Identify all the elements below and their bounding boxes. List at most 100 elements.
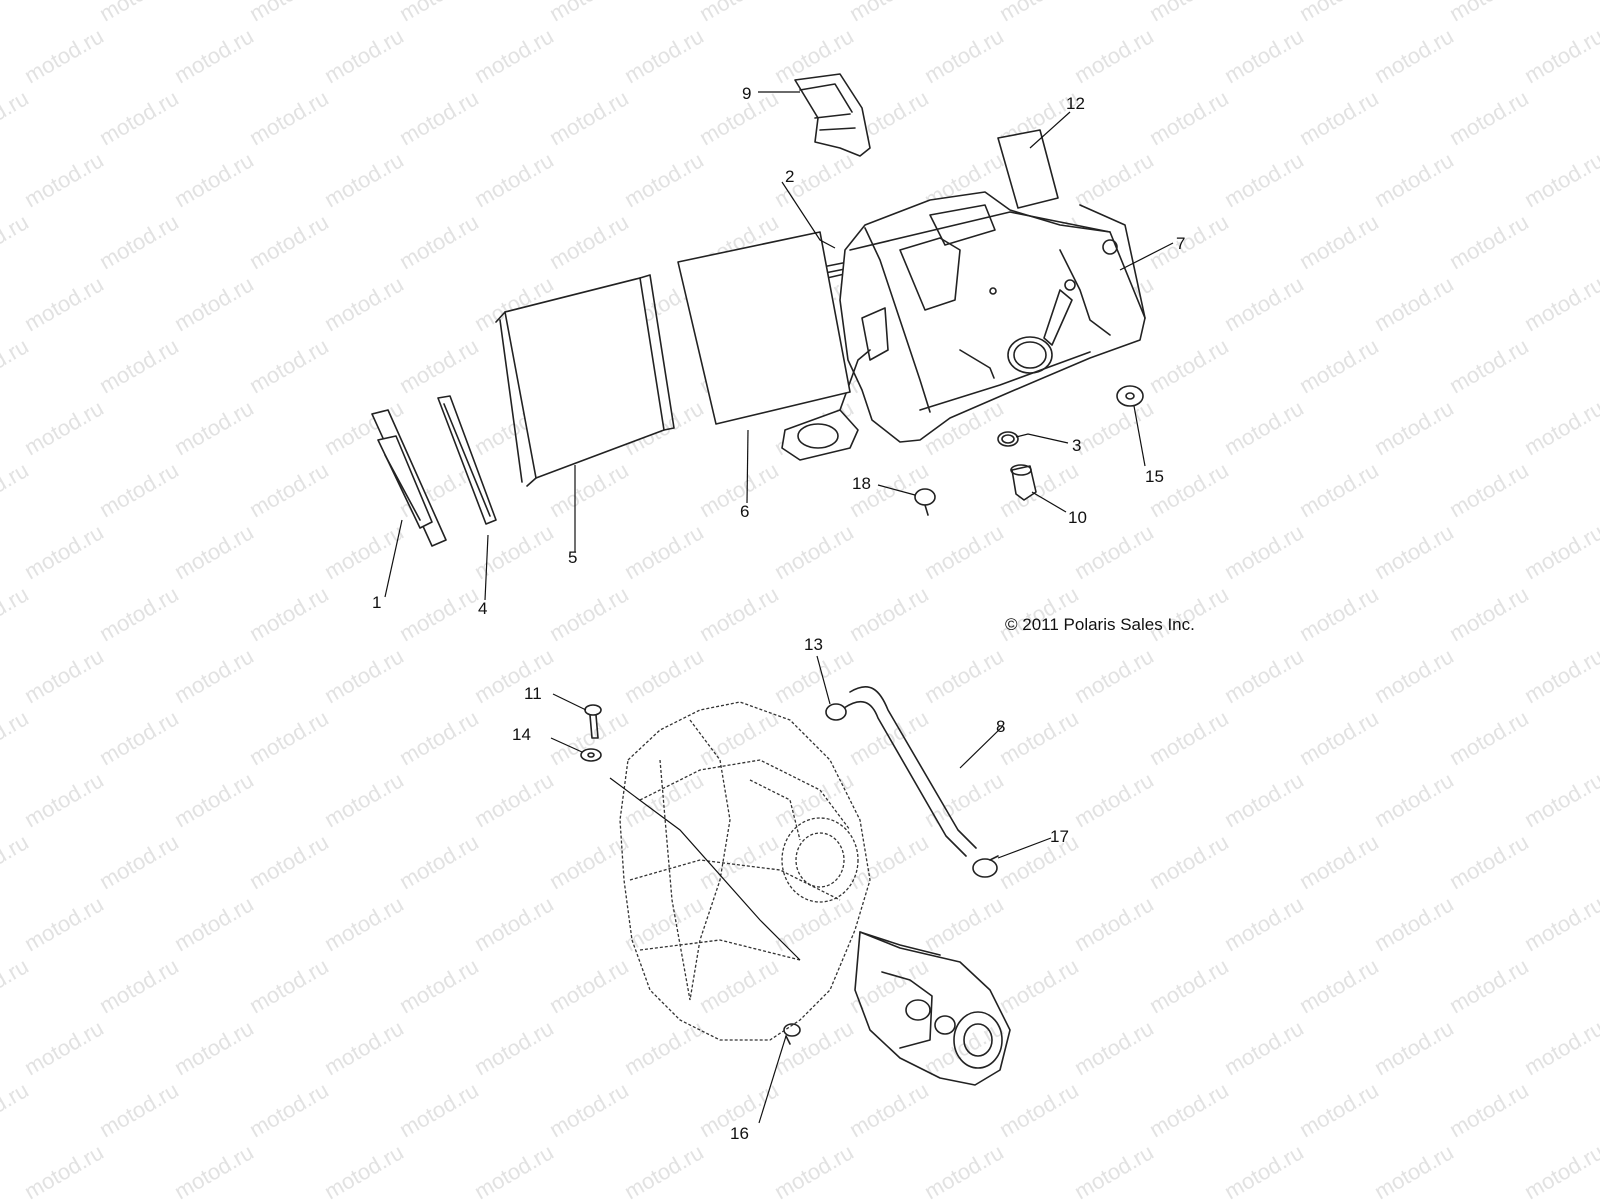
watermark-text: motod.ru — [470, 891, 558, 956]
watermark-text: motod.ru — [1370, 395, 1458, 460]
watermark-text: motod.ru — [995, 581, 1083, 646]
watermark-text: motod.ru — [1145, 333, 1233, 398]
watermark-text: motod.ru — [1370, 891, 1458, 956]
watermark-text: motod.ru — [1520, 767, 1600, 832]
watermark-text: motod.ru — [695, 457, 783, 522]
watermark-text: motod.ru — [170, 891, 258, 956]
watermark-text: motod.ru — [1445, 953, 1533, 1018]
watermark-text: motod.ru — [1295, 0, 1383, 26]
watermark-text: motod.ru — [920, 519, 1008, 584]
watermark-text: motod.ru — [1370, 1139, 1458, 1200]
watermark-text: motod.ru — [95, 705, 183, 770]
watermark-text: motod.ru — [1145, 0, 1233, 26]
watermark-text: motod.ru — [1520, 23, 1600, 88]
watermark-text: motod.ru — [1295, 581, 1383, 646]
watermark-text: motod.ru — [920, 767, 1008, 832]
watermark-text: motod.ru — [1295, 829, 1383, 894]
watermark-text: motod.ru — [245, 953, 333, 1018]
watermark-text: motod.ru — [0, 457, 33, 522]
watermark-text: motod.ru — [1220, 1015, 1308, 1080]
part-1-cover — [371, 409, 447, 547]
watermark-text: motod.ru — [995, 829, 1083, 894]
watermark-text: motod.ru — [170, 767, 258, 832]
callout-12: 12 — [1066, 94, 1085, 113]
watermark-text: motod.ru — [1220, 891, 1308, 956]
part-17-clamp — [972, 855, 999, 878]
part-10-drain — [1010, 464, 1037, 501]
watermark-text: motod.ru — [95, 85, 183, 150]
throttle-body — [854, 931, 1011, 1086]
watermark-text: motod.ru — [0, 581, 33, 646]
watermark-text: motod.ru — [470, 1139, 558, 1200]
watermark-text: motod.ru — [1145, 705, 1233, 770]
watermark-text: motod.ru — [545, 581, 633, 646]
watermark-text: motod.ru — [620, 891, 708, 956]
watermark-text: motod.ru — [395, 953, 483, 1018]
watermark-text: motod.ru — [320, 147, 408, 212]
watermark-text: motod.ru — [695, 85, 783, 150]
watermark-text: motod.ru — [545, 85, 633, 150]
callouts: 1 2 3 4 5 6 7 8 9 10 11 12 13 14 15 16 1… — [372, 84, 1185, 1143]
part-15-grommet — [1116, 385, 1144, 407]
callout-15: 15 — [1145, 467, 1164, 486]
watermark-text: motod.ru — [1445, 0, 1533, 26]
watermark-text: motod.ru — [995, 0, 1083, 26]
watermark-text: motod.ru — [995, 953, 1083, 1018]
watermark-text: motod.ru — [770, 1015, 858, 1080]
watermark-text: motod.ru — [20, 1139, 108, 1200]
watermark-text: motod.ru — [995, 1077, 1083, 1142]
watermark-text: motod.ru — [1520, 1139, 1600, 1200]
watermark-text: motod.ru — [845, 1077, 933, 1142]
watermark-text: motod.ru — [170, 271, 258, 336]
watermark-text: motod.ru — [1370, 519, 1458, 584]
watermark-text: motod.ru — [1370, 147, 1458, 212]
watermark-text: motod.ru — [245, 705, 333, 770]
watermark-text: motod.ru — [1445, 457, 1533, 522]
watermark-text: motod.ru — [920, 891, 1008, 956]
watermark-text: motod.ru — [1070, 1015, 1158, 1080]
part-14-washer — [580, 748, 602, 762]
callout-11: 11 — [524, 684, 542, 703]
watermark-text: motod.ru — [95, 829, 183, 894]
watermark-text: motod.ru — [1070, 23, 1158, 88]
part-5-filter — [495, 274, 675, 487]
callout-2: 2 — [785, 167, 794, 186]
engine-reference — [619, 701, 871, 1041]
watermark-text: motod.ru — [470, 1015, 558, 1080]
watermark-text: motod.ru — [1595, 457, 1600, 522]
watermark-text: motod.ru — [1220, 147, 1308, 212]
watermark-text: motod.ru — [95, 581, 183, 646]
part-7-airbox — [781, 191, 1146, 461]
watermark-text: motod.ru — [245, 333, 333, 398]
watermark-text: motod.ru — [845, 0, 933, 26]
watermark-text: motod.ru — [1520, 271, 1600, 336]
watermark-text: motod.ru — [170, 519, 258, 584]
watermark-text: motod.ru — [620, 1015, 708, 1080]
watermark-text: motod.ru — [245, 209, 333, 274]
watermark-text: motod.ru — [770, 147, 858, 212]
copyright-notice: © 2011 Polaris Sales Inc. — [1005, 615, 1195, 634]
watermark-text: motod.ru — [1145, 953, 1233, 1018]
watermark-text: motod.ru — [170, 1139, 258, 1200]
watermark-text: motod.ru — [470, 519, 558, 584]
watermark-text: motod.ru — [1445, 581, 1533, 646]
watermark-text: motod.ru — [245, 1077, 333, 1142]
watermark-text: motod.ru — [1370, 271, 1458, 336]
watermark-text: motod.ru — [1370, 643, 1458, 708]
watermark-text: motod.ru — [770, 519, 858, 584]
watermark-text: motod.ru — [320, 643, 408, 708]
watermark-text: motod.ru — [0, 209, 33, 274]
watermark-text: motod.ru — [1445, 209, 1533, 274]
watermark-text: motod.ru — [95, 1077, 183, 1142]
watermark-text: motod.ru — [1220, 643, 1308, 708]
watermark-text: motod.ru — [1445, 85, 1533, 150]
callout-3: 3 — [1072, 436, 1081, 455]
watermark-text: motod.ru — [545, 0, 633, 26]
watermark-text: motod.ru — [770, 891, 858, 956]
watermark-text: motod.ru — [20, 147, 108, 212]
watermark-text: motod.ru — [620, 519, 708, 584]
watermark-text: motod.ru — [845, 581, 933, 646]
watermark-text: motod.ru — [1295, 457, 1383, 522]
watermark-text: motod.ru — [1145, 829, 1233, 894]
